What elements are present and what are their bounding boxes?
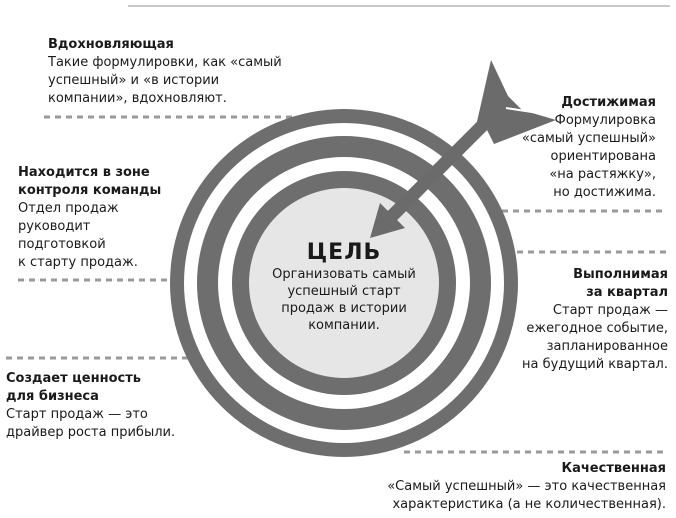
- callout-inspiring-title: Вдохновляющая: [48, 37, 174, 52]
- callout-controllable-body: Отдел продаж руководит подготовкой к ста…: [18, 201, 138, 270]
- goal-title: ЦЕЛЬ: [306, 240, 382, 265]
- callout-controllable: Находится в зоне контроля команды Отдел …: [18, 164, 218, 272]
- goal-text: Организовать самый успешный старт продаж…: [272, 267, 416, 333]
- goal-label: ЦЕЛЬ Организовать самый успешный старт п…: [254, 240, 434, 334]
- bullseye: [249, 188, 439, 378]
- callout-inspiring-body: Такие формулировки, как «самый успешный»…: [48, 55, 282, 106]
- callout-achievable-body: Формулировка «самый успешный» ориентиров…: [521, 113, 656, 200]
- callout-doable-title: Выполнимая за квартал: [573, 267, 668, 300]
- callout-value-body: Старт продаж — это драйвер роста прибыли…: [6, 407, 176, 440]
- callout-achievable-title: Достижимая: [561, 95, 656, 110]
- callout-achievable: Достижимая Формулировка «самый успешный»…: [476, 94, 656, 202]
- callout-value-title: Создает ценность для бизнеса: [6, 371, 141, 404]
- callout-doable-body: Старт продаж — ежегодное событие, заплан…: [522, 303, 668, 372]
- callout-qualitative-body: «Самый успешный» — это качественная хара…: [387, 479, 666, 512]
- callout-value: Создает ценность для бизнеса Старт прода…: [6, 370, 206, 442]
- callout-qualitative: Качественная «Самый успешный» — это каче…: [330, 460, 666, 514]
- arrow-icon: [370, 60, 559, 238]
- callout-controllable-title: Находится в зоне контроля команды: [18, 165, 162, 198]
- callout-doable: Выполнимая за квартал Старт продаж — еже…: [488, 266, 668, 374]
- callout-inspiring: Вдохновляющая Такие формулировки, как «с…: [48, 36, 308, 108]
- callout-qualitative-title: Качественная: [561, 461, 666, 476]
